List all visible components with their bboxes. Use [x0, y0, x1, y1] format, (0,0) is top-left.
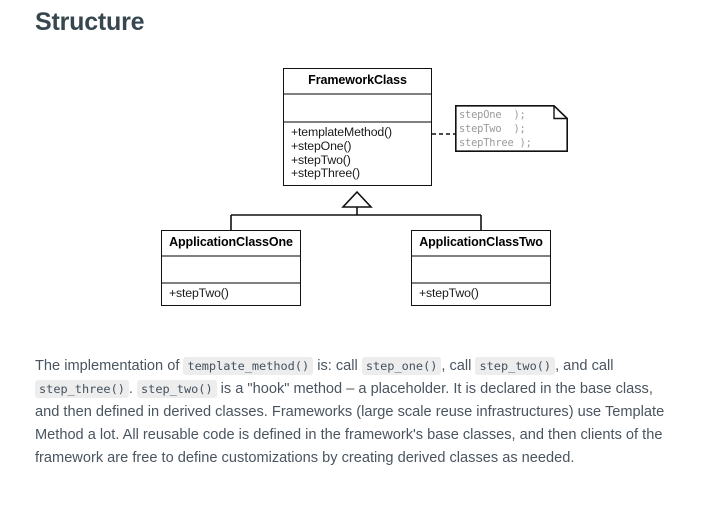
uml-operation: +stepOne()	[291, 138, 352, 153]
uml-compartment-divider	[162, 255, 300, 258]
uml-operation: +templateMethod()	[291, 125, 393, 140]
body-paragraph: The implementation of template_method() …	[35, 356, 665, 466]
inline-code: step_three()	[35, 379, 129, 398]
uml-operations-compartment: +stepTwo()	[162, 284, 300, 305]
uml-operation: +stepThree()	[291, 166, 360, 181]
note-shape-icon	[455, 105, 568, 152]
uml-note[interactable]: stepOne ); stepTwo ); stepThree );	[455, 105, 568, 152]
inline-code: step_two()	[475, 356, 556, 375]
uml-operations-compartment: +templateMethod() +stepOne() +stepTwo() …	[284, 123, 431, 184]
inline-code: step_two()	[137, 379, 217, 398]
uml-class-name: FrameworkClass	[308, 73, 407, 87]
uml-class-applicationclassone[interactable]: ApplicationClassOne +stepTwo()	[161, 230, 301, 306]
uml-class-frameworkclass[interactable]: FrameworkClass +templateMethod() +stepOn…	[283, 68, 432, 186]
uml-compartment-divider	[284, 93, 431, 96]
uml-operation: +stepTwo()	[169, 286, 229, 301]
uml-compartment-divider	[412, 255, 550, 258]
uml-attributes-compartment	[284, 95, 431, 121]
note-text: stepOne ); stepTwo ); stepThree );	[459, 108, 565, 150]
diagram-connectors	[230, 133, 482, 230]
uml-compartment-divider	[412, 282, 550, 285]
uml-class-name: ApplicationClassTwo	[419, 235, 543, 249]
uml-class-name: ApplicationClassOne	[169, 235, 293, 249]
inline-code: step_one()	[361, 356, 442, 375]
uml-operation: +stepTwo()	[419, 286, 479, 301]
note-line: stepThree );	[459, 137, 532, 149]
uml-compartment-divider	[284, 121, 431, 124]
note-line: stepTwo );	[459, 123, 526, 135]
uml-class-applicationclasstwo[interactable]: ApplicationClassTwo +stepTwo()	[411, 230, 551, 306]
page-title: Structure	[35, 8, 145, 36]
inline-code: template_method()	[183, 356, 314, 375]
uml-operations-compartment: +stepTwo()	[412, 284, 550, 305]
uml-attributes-compartment	[412, 257, 550, 282]
note-line: stepOne );	[459, 109, 526, 121]
uml-class-diagram: FrameworkClass +templateMethod() +stepOn…	[0, 55, 704, 330]
uml-operation: +stepTwo()	[291, 152, 351, 167]
generalization-arrowhead-icon	[341, 190, 373, 208]
uml-attributes-compartment	[162, 257, 300, 282]
uml-compartment-divider	[162, 282, 300, 285]
